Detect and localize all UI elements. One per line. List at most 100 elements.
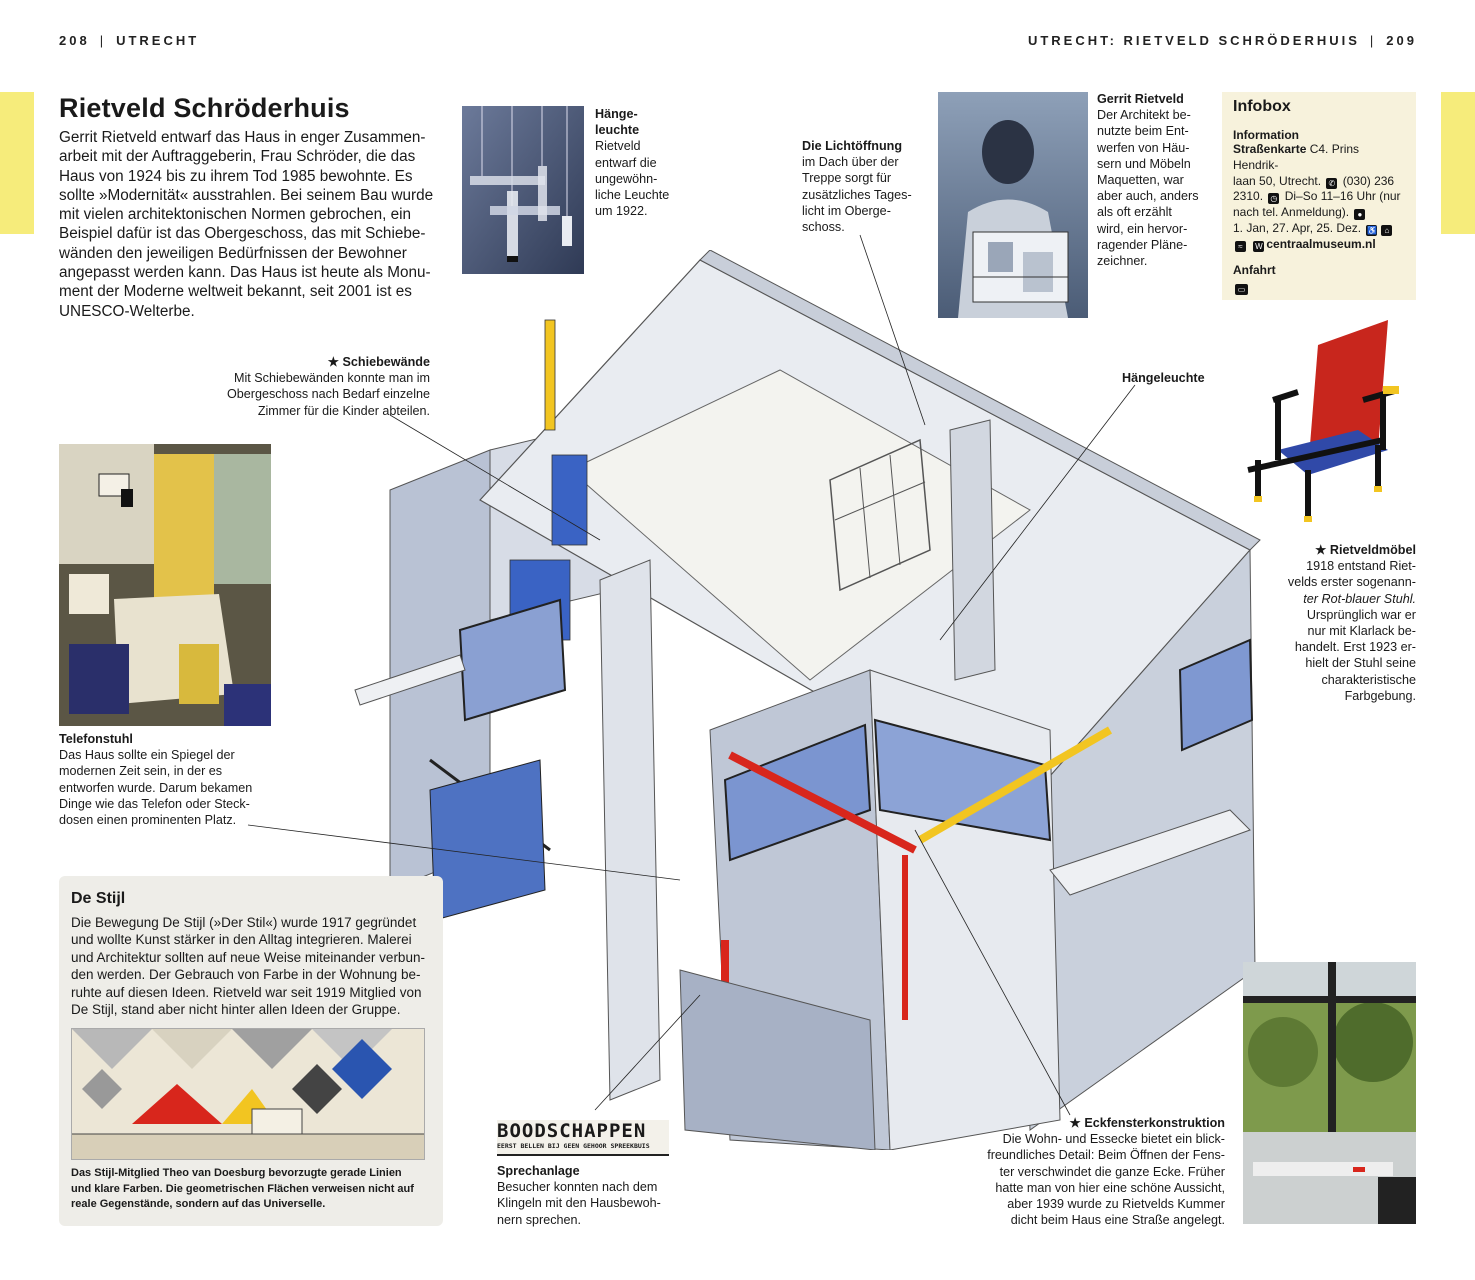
caption-title: Sprechanlage	[497, 1164, 580, 1178]
intercom-caption: Sprechanlage Besucher konnten nach dem K…	[497, 1163, 697, 1228]
caption-line: Besucher konnten nach dem	[497, 1180, 658, 1195]
caption-line: und klare Farben. Die geometrischen Fläc…	[71, 1182, 414, 1195]
caption-line: dicht beim Haus eine Straße angelegt.	[1010, 1213, 1225, 1228]
caption-line: wird, ein hervor-	[1097, 221, 1188, 236]
bus-icon: ▭	[1235, 283, 1248, 295]
infobox-line: ▭	[1233, 280, 1406, 296]
corner-window-photo	[1243, 962, 1416, 1224]
caption-line: schoss.	[802, 220, 845, 235]
closed-icon: ●	[1354, 209, 1366, 221]
intro-line: arbeit mit der Auftraggeberin, Frau Schr…	[59, 148, 416, 166]
caption-line: Maquetten, war	[1097, 173, 1184, 188]
intercom-sign: BOODSCHAPPEN EERST BELLEN BIJ GEEN GEHOO…	[497, 1120, 669, 1156]
page-title: Rietveld Schröderhuis	[59, 93, 350, 123]
right-section-title: UTRECHT: RIETVELD SCHRÖDERHUIS	[1027, 33, 1360, 48]
left-color-tab	[0, 92, 34, 234]
caption-title: leuchte	[595, 123, 640, 138]
sign-sub-text: EERST BELLEN BIJ GEEN GEHOOR SPREEKBUIS	[497, 1142, 650, 1150]
caption-line: um 1922.	[595, 204, 648, 219]
intro-line: mit vielen architektonischen Normen gebr…	[59, 206, 412, 224]
infobox-line: laan 50, Utrecht. ✆ (030) 236	[1233, 173, 1395, 189]
infobox-line: 1. Jan, 27. Apr, 25. Dez. ♿⌂	[1233, 221, 1406, 237]
caption-line: aber auch, anders	[1097, 189, 1199, 204]
caption-line: reale Gegenstände, sondern auf das Unive…	[71, 1198, 326, 1211]
intro-line: Gerrit Rietveld entwarf das Haus in enge…	[59, 129, 426, 146]
caption-line: Obergeschoss nach Bedarf einzelne	[226, 387, 430, 402]
de-stijl-body: Die Bewegung De Stijl (»Der Stil«) wurde…	[71, 914, 431, 1018]
intro-line: wänden den jeweiligen Bedürfnissen der B…	[59, 244, 407, 262]
house-cutaway-illustration	[354, 250, 1261, 1150]
caption-line: ragender Pläne-	[1097, 237, 1188, 252]
caption-line: nern sprechen.	[497, 1212, 582, 1227]
infobox-line: nach tel. Anmeldung). ●	[1233, 205, 1406, 221]
header-separator: |	[99, 33, 107, 48]
caption-title: ★ Eckfensterkonstruktion	[1069, 1116, 1225, 1130]
body-line: und Architektur sollten auf neue Weise m…	[71, 949, 425, 965]
caption-title: Die Lichtöffnung	[802, 139, 903, 153]
gerrit-rietveld-caption: Gerrit Rietveld Der Architekt be- nutzte…	[1097, 91, 1217, 269]
caption-line: freundliches Detail: Beim Öffnen der Fen…	[987, 1148, 1225, 1163]
interior-telephone-photo	[59, 444, 271, 726]
caption-line: nur mit Klarlack be-	[1307, 624, 1416, 639]
left-page-number: 208	[59, 33, 90, 48]
pendant-lamp-photo	[462, 106, 584, 274]
infobox-line: Straßenkarte C4. Prins Hendrik-	[1233, 142, 1360, 172]
intro-line: ment der Moderne weltweit bekannt, seit …	[59, 283, 412, 301]
caption-line: Das Stijl-Mitglied Theo van Doesburg bev…	[71, 1167, 402, 1180]
interior-illustration	[59, 444, 271, 726]
caption-line: dosen einen prominenten Platz.	[59, 813, 237, 828]
infobox-line: 2310. ◷ Di–So 11–16 Uhr (nur	[1233, 189, 1401, 205]
caption-title: Telefonstuhl	[59, 732, 133, 746]
caption-line: 1918 entstand Riet-	[1306, 559, 1416, 574]
caption-line: Rietveld	[595, 139, 641, 154]
de-stijl-title: De Stijl	[71, 890, 126, 907]
caption-line: werfen von Häu-	[1097, 140, 1190, 155]
body-line: ruhte auf diesen Ideen. Rietveld war sei…	[71, 984, 422, 1000]
body-line: den werden. Der Gebrauch von Farbe in de…	[71, 967, 421, 983]
website-link[interactable]: centraalmuseum.nl	[1266, 236, 1376, 251]
caption-line: velds erster sogenann-	[1287, 575, 1416, 590]
portrait-illustration	[938, 92, 1088, 318]
caption-line: ungewöhn-	[595, 171, 658, 186]
caption-line: Die Wohn- und Essecke bietet ein blick-	[1002, 1132, 1225, 1147]
caption-line: charakteristische	[1321, 672, 1417, 687]
caption-line: sern und Möbeln	[1097, 156, 1191, 171]
rietveld-furniture-caption: ★ Rietveldmöbel 1918 entstand Riet- veld…	[1255, 542, 1416, 704]
caption-line: Ursprünglich war er	[1306, 607, 1416, 622]
caption-line: Mit Schiebewänden konnte man im	[233, 371, 430, 386]
caption-line: Der Architekt be-	[1097, 108, 1191, 123]
body-line: Die Bewegung De Stijl (»Der Stil«) wurde…	[71, 915, 417, 930]
caption-title: ★ Rietveldmöbel	[1315, 543, 1416, 557]
pendant-lamp-caption: Hänge- leuchte Rietveld entwarf die unge…	[595, 106, 685, 219]
gerrit-rietveld-photo	[938, 92, 1088, 318]
caption-line: nutzte beim Ent-	[1097, 124, 1189, 139]
intro-line: sollte »Modernität« ausstrahlen. Bei sei…	[59, 186, 434, 204]
caption-line: liche Leuchte	[595, 188, 670, 203]
left-section-title: UTRECHT	[116, 33, 200, 48]
caption-line: Klingeln mit den Hausbewoh-	[497, 1196, 661, 1211]
caption-line: hielt der Stuhl seine	[1305, 656, 1416, 671]
sliding-walls-caption: ★ Schiebewände Mit Schiebewänden konnte …	[200, 354, 430, 419]
caption-line: im Dach über der	[802, 155, 899, 170]
caption-line: aber 1939 wurde zu Rietvelds Kummer	[1007, 1197, 1225, 1212]
caption-line: hatte man von hier eine schöne Aussicht,	[995, 1180, 1225, 1195]
web-icon: W	[1253, 240, 1265, 252]
caption-title: Hänge-	[595, 107, 638, 121]
caption-line: Farbgebung.	[1344, 688, 1416, 703]
caption-line: als oft erzählt	[1097, 205, 1172, 220]
right-page-number: 209	[1386, 33, 1417, 48]
caption-line: ter verschwindet die ganze Ecke. Früher	[999, 1164, 1225, 1179]
caption-title: Gerrit Rietveld	[1097, 92, 1184, 106]
intro-line: Beispiel dafür ist das Obergeschoss, das…	[59, 225, 426, 243]
caption-line: Zimmer für die Kinder abteilen.	[257, 403, 430, 418]
artwork-caption: Das Stijl-Mitglied Theo van Doesburg bev…	[71, 1166, 431, 1213]
pendant-lamp-illustration	[462, 106, 584, 274]
phone-icon: ✆	[1326, 177, 1338, 189]
intro-line: angepasst werden kann. Das Haus ist heut…	[59, 264, 431, 282]
caption-line: Dinge wie das Telefon oder Steck-	[59, 796, 250, 811]
caption-line: ter Rot-blauer Stuhl.	[1303, 591, 1416, 606]
geometric-artwork-illustration	[72, 1029, 424, 1160]
accessibility-icon: ♿	[1366, 224, 1378, 236]
sign-main-text: BOODSCHAPPEN	[497, 1120, 647, 1142]
caption-line: zeichner.	[1097, 254, 1148, 269]
